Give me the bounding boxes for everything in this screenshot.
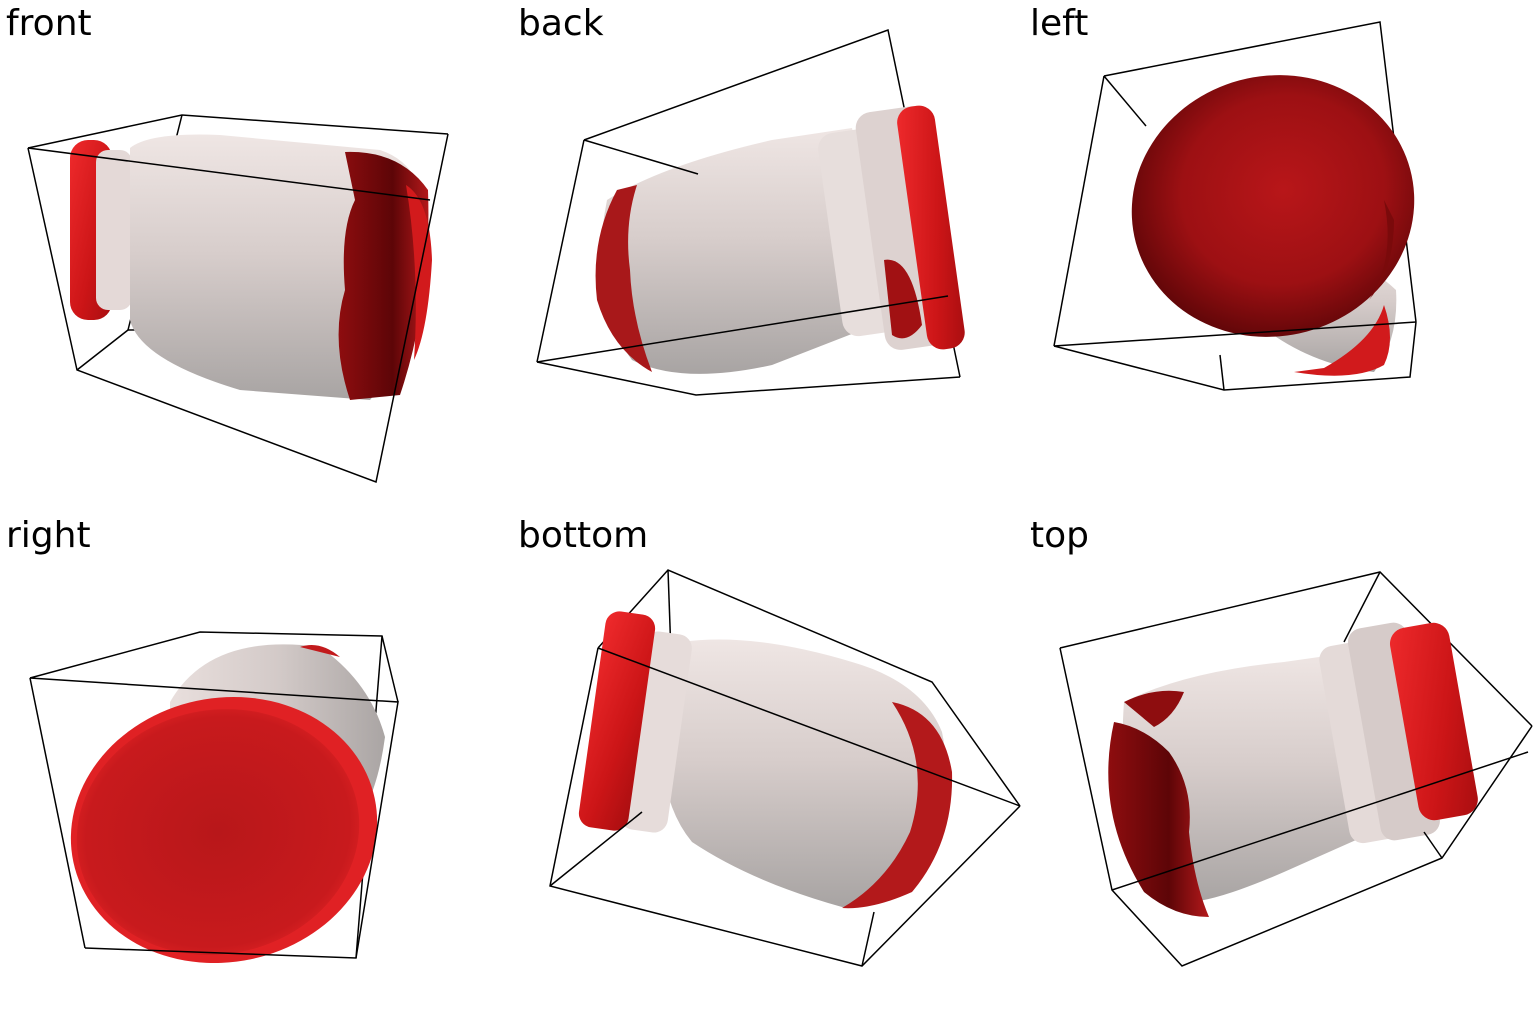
view-bottom: bottom — [512, 512, 1024, 1024]
view-label: right — [6, 515, 91, 556]
view-label: front — [6, 3, 92, 44]
view-label: back — [518, 3, 604, 44]
view-back: back — [512, 0, 1024, 512]
jar — [595, 105, 965, 374]
jar-render-left — [1053, 21, 1417, 391]
jar — [578, 611, 953, 909]
jar — [1131, 75, 1415, 376]
jar — [70, 644, 385, 964]
jar — [70, 134, 432, 401]
view-front: front — [0, 0, 512, 512]
jar-render-back — [536, 29, 965, 396]
jar-render-right — [29, 631, 399, 964]
jar-render-top — [1059, 571, 1533, 967]
view-label: left — [1030, 3, 1089, 44]
view-right: right — [0, 512, 512, 1024]
jar — [1108, 622, 1478, 917]
view-left: left — [1024, 0, 1536, 512]
view-label: top — [1030, 515, 1089, 556]
view-label: bottom — [518, 515, 649, 556]
jar-render-front — [27, 114, 449, 484]
jar-render-bottom — [549, 569, 1021, 967]
view-top: top — [1024, 512, 1536, 1024]
